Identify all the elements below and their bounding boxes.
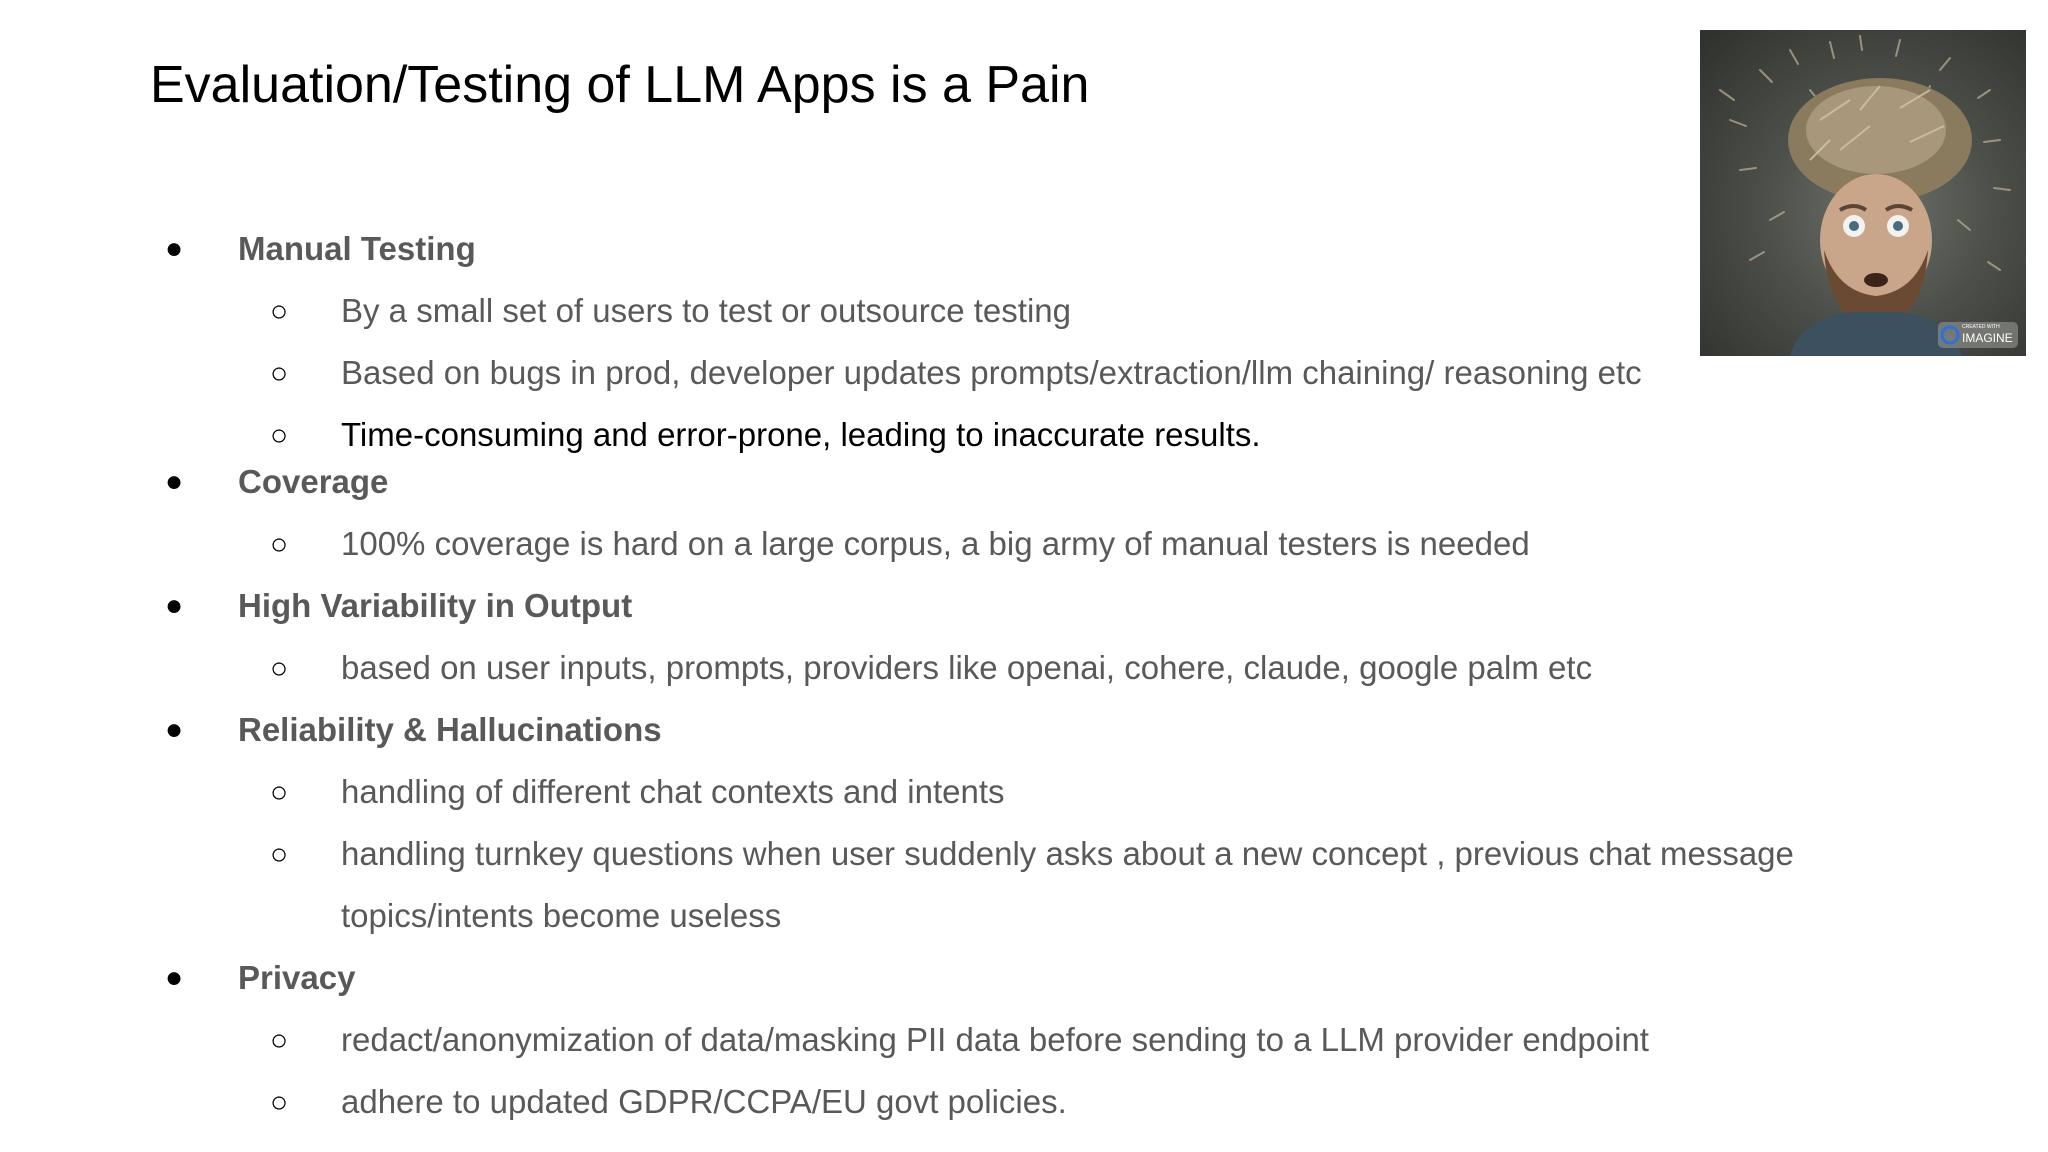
slide-title: Evaluation/Testing of LLM Apps is a Pain [150,56,1090,114]
bullet-icon: ● [165,961,184,994]
sub-bullet-icon: ○ [270,1086,289,1119]
badge-text: IMAGINE [1962,331,2013,345]
sub-bullet-icon: ○ [270,1024,289,1057]
sub-bullet-icon: ○ [270,419,289,452]
list-item: Based on bugs in prod, developer updates… [341,354,1642,391]
sub-bullet-icon: ○ [270,776,289,809]
badge-small-text: CREATED WITH [1962,324,2000,330]
list-item: handling of different chat contexts and … [341,773,1005,810]
section-heading: Coverage [238,463,389,500]
section-heading: High Variability in Output [238,587,633,624]
bullet-icon: ● [165,465,184,498]
bullet-icon: ● [165,589,184,622]
sub-bullet-icon: ○ [270,295,289,328]
list-item: based on user inputs, prompts, providers… [341,649,1593,686]
section-heading: Reliability & Hallucinations [238,711,662,748]
list-item-continuation: topics/intents become useless [341,897,782,934]
sub-bullet-icon: ○ [270,652,289,685]
list-item: redact/anonymization of data/masking PII… [341,1021,1649,1058]
section-heading: Privacy [238,959,356,996]
list-item: 100% coverage is hard on a large corpus,… [341,525,1530,562]
list-item: Time-consuming and error-prone, leading … [341,416,1261,453]
bullet-icon: ● [165,713,184,746]
stressed-man-illustration: CREATED WITH IMAGINE [1700,30,2026,356]
sub-bullet-icon: ○ [270,838,289,871]
sub-bullet-icon: ○ [270,528,289,561]
stressed-man-icon: CREATED WITH IMAGINE [1719,35,2018,356]
list-item: adhere to updated GDPR/CCPA/EU govt poli… [341,1083,1067,1120]
list-item: handling turnkey questions when user sud… [341,835,1794,872]
section-heading: Manual Testing [238,230,476,267]
bullet-icon: ● [165,232,184,265]
sub-bullet-icon: ○ [270,357,289,390]
list-item: By a small set of users to test or outso… [341,292,1071,329]
